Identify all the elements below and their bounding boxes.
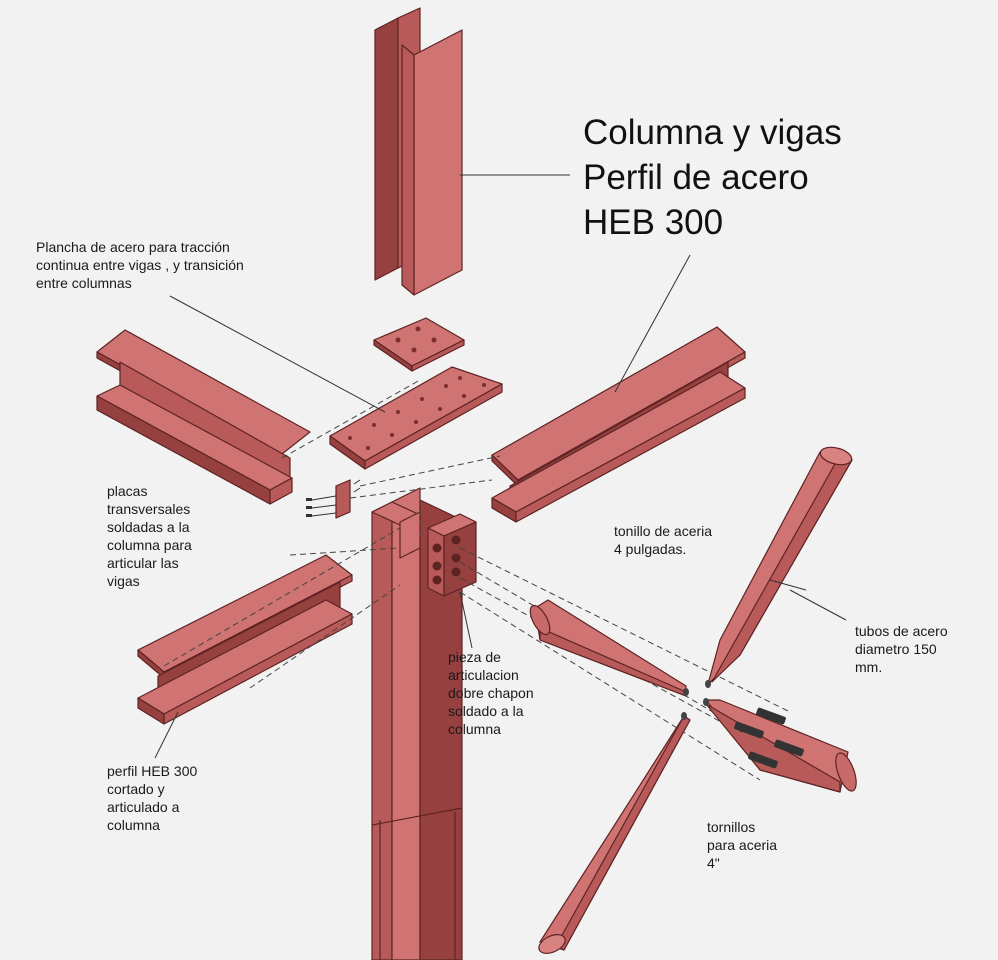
title-line-1: Columna y vigas	[583, 113, 842, 152]
label-articulation-piece: pieza de articulacion dobre chapon solda…	[448, 649, 534, 737]
upper-column	[374, 7, 463, 296]
top-transition-plate	[373, 317, 465, 372]
steel-tubes	[529, 446, 857, 954]
leader-lines	[154, 174, 847, 759]
label-transverse-plates: placas transversales soldadas a la colum…	[107, 483, 192, 589]
left-lower-beam	[137, 554, 353, 725]
label-heb-profile: perfil HEB 300 cortado y articulado a co…	[107, 763, 198, 833]
articulation-plate	[427, 513, 477, 597]
transverse-plates	[306, 479, 421, 559]
right-upper-beam	[491, 326, 746, 523]
label-bolt-4in: tonillo de aceria 4 pulgadas.	[614, 523, 713, 557]
left-upper-beam	[96, 329, 311, 505]
tension-plate	[329, 366, 503, 470]
label-steel-tubes: tubos de acero diametro 150 mm.	[855, 623, 948, 675]
title-line-3: HEB 300	[583, 203, 724, 242]
bolts	[734, 707, 804, 769]
label-bolts-4in: tornillos para aceria 4"	[707, 819, 778, 871]
label-tension-plate: Plancha de acero para tracción continua …	[36, 239, 244, 291]
lower-column	[371, 487, 463, 960]
title-line-2: Perfil de acero	[583, 158, 809, 197]
